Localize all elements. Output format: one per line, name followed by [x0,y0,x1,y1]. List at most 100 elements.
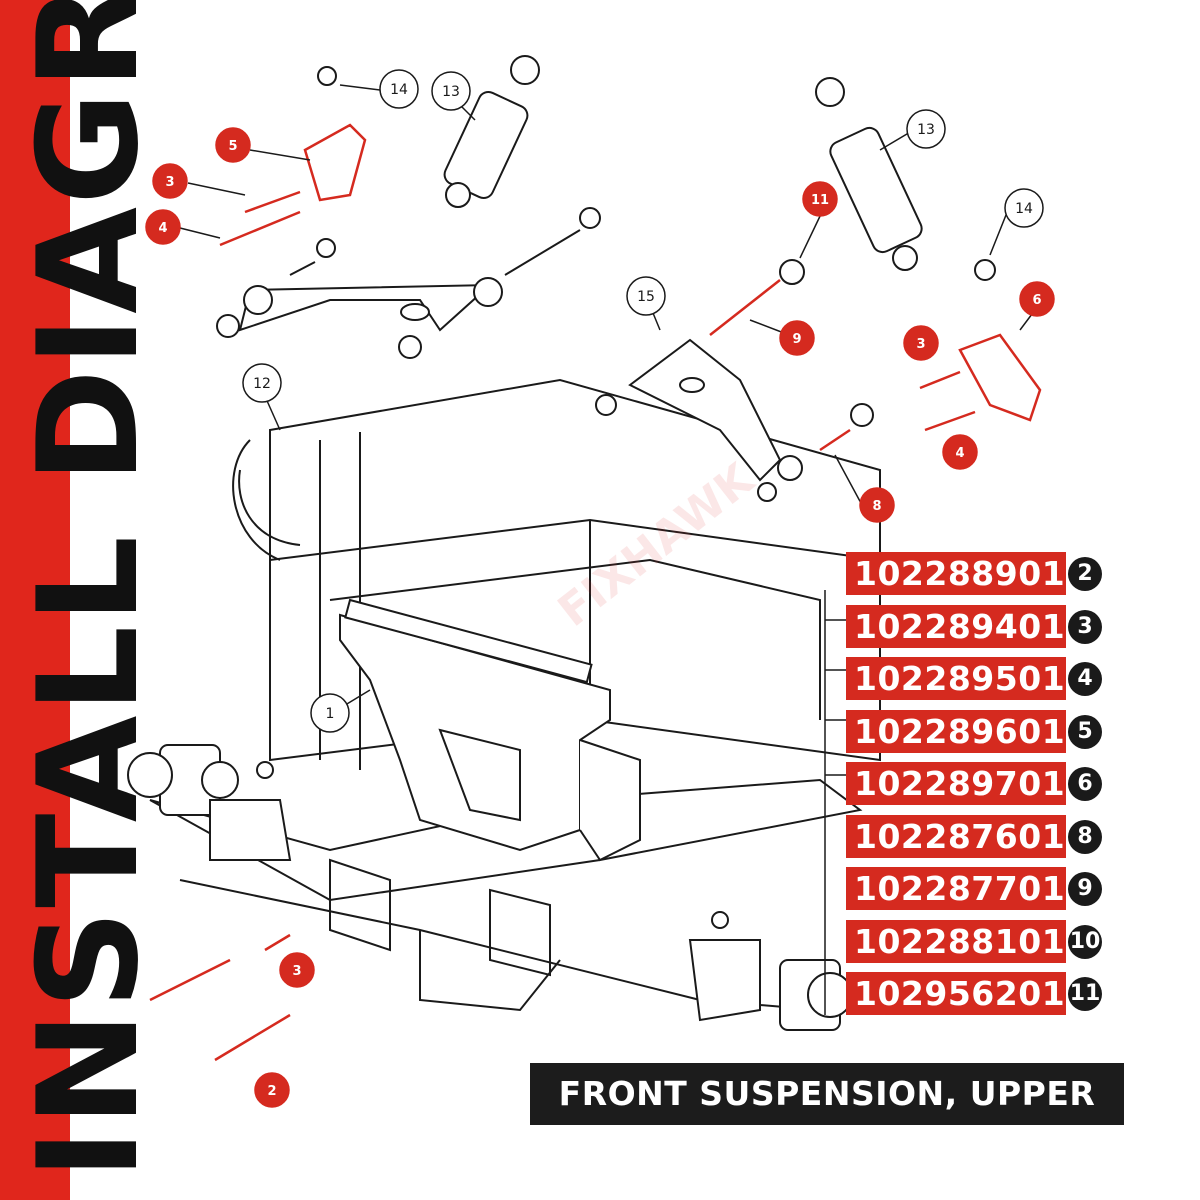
part-ref-badge: 5 [1068,714,1102,749]
part-bar: 102289401 [846,604,1066,648]
part-ref-badge: 10 [1068,924,1102,959]
callout-circle [802,181,838,217]
callout-red: 2 [254,1072,290,1108]
callout-label: 3 [916,337,925,352]
part-ref-badge: 9 [1068,872,1102,906]
part-number: 102289601 [854,711,1066,751]
callout-label: 5 [228,139,237,154]
callout-circle [145,209,181,245]
callout-circle [903,325,939,361]
callout-circle [1004,188,1044,228]
callout-label: 12 [253,376,271,392]
part-bar: 102289501 [846,657,1066,700]
callout-red: 3 [903,325,939,361]
callout-label: 4 [955,446,964,461]
callout-label: 9 [792,332,801,347]
callout-label: 4 [158,221,167,236]
shock-absorbers [317,55,996,281]
part-bar: 102288101 [846,919,1066,963]
callout-circle [779,320,815,356]
callout-label: 13 [442,84,460,100]
callout-red: 3 [279,952,315,988]
callout-circle [859,487,895,523]
part-ref-badge: 8 [1068,819,1102,854]
part-number: 102289701 [854,764,1066,803]
part-ref-badge: 4 [1068,662,1102,696]
callout-circle [310,693,350,733]
callout-label: 6 [1032,293,1041,308]
callout-circle [431,71,471,111]
callout-label: 11 [811,193,829,208]
callout-red: 4 [942,434,978,470]
part-ref-badge: 3 [1068,609,1102,644]
caption-text: FRONT SUSPENSION, UPPER [558,1074,1096,1113]
callout-label: 1 [326,706,335,722]
callout-red: 3 [152,163,188,199]
callout-label: 8 [872,499,881,514]
callout-red: 5 [215,127,251,163]
part-number: 102289401 [854,606,1066,646]
caption-box: FRONT SUSPENSION, UPPER [530,1063,1124,1125]
callout-white: 1 [310,693,350,733]
part-bar: 102289601 [846,709,1066,753]
part-bar: 102288901 [846,552,1066,595]
part-ref-badge: 6 [1068,767,1102,801]
part-bar: 102287601 [846,814,1066,858]
part-bar: 102956201 [846,972,1066,1015]
callout-circle [379,69,419,109]
callout-red: 4 [145,209,181,245]
callout-label: 3 [292,964,301,979]
callout-circle [942,434,978,470]
callout-circle [254,1072,290,1108]
callout-label: 2 [267,1084,276,1099]
callout-circle [1019,281,1055,317]
callout-red: 9 [779,320,815,356]
part-number: 102956201 [854,974,1066,1013]
callout-label: 14 [1015,201,1033,217]
part-ref-badge: 11 [1068,977,1102,1011]
left-control-arm [216,207,601,359]
callout-label: 15 [637,289,655,305]
callout-circle [215,127,251,163]
callout-circle [279,952,315,988]
side-band [0,0,70,1200]
callout-circle [242,363,282,403]
part-number: 102288901 [854,554,1066,593]
callout-circle [152,163,188,199]
callout-red: 11 [802,181,838,217]
callout-red: 8 [859,487,895,523]
callout-white: 13 [431,71,471,111]
callout-white: 12 [242,363,282,403]
part-number: 102287601 [854,816,1066,856]
callout-white: 14 [1004,188,1044,228]
callout-label: 14 [390,82,408,98]
part-ref-badge: 2 [1068,557,1102,591]
callout-circle [626,276,666,316]
right-control-arm [595,259,874,502]
part-number: 102287701 [854,869,1066,908]
callout-circle [906,109,946,149]
part-number: 102289501 [854,659,1066,698]
center-bracket [339,598,641,862]
part-bar: 102287701 [846,867,1066,910]
callout-label: 3 [165,175,174,190]
highlighted-parts [149,123,1042,1062]
part-bar: 102289701 [846,762,1066,805]
callout-red: 6 [1019,281,1055,317]
part-number: 102288101 [854,921,1066,961]
callout-white: 13 [906,109,946,149]
callout-white: 14 [379,69,419,109]
callout-label: 13 [917,122,935,138]
